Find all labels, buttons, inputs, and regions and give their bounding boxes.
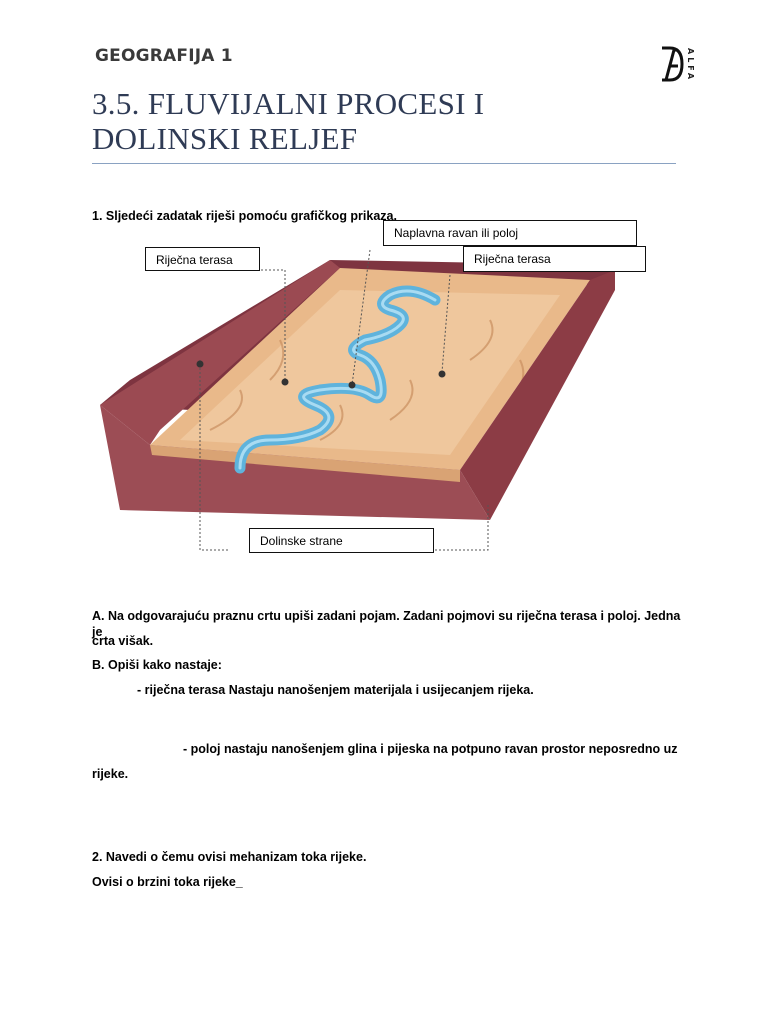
floor-edge [150,445,460,482]
answer-poloj-line1: - poloj nastaju nanošenjem glina i pijes… [183,742,678,756]
leader-lines [145,249,489,551]
task2-prompt: 2. Navedi o čemu ovisi mehanizam toka ri… [92,850,367,864]
logo-text: ALFA [686,48,695,83]
label-valley-sides: Dolinske strane [249,528,434,553]
river-highlight [238,289,437,470]
label-floodplain: Naplavna ravan ili poloj [383,220,637,246]
title-line-2: DOLINSKI RELJEF [92,121,358,156]
task2-answer: Ovisi o brzini toka rijeke_ [92,875,243,889]
label-terrace-left: Riječna terasa [145,247,260,271]
title-divider [92,163,676,164]
answer-terrace: - riječna terasa Nastaju nanošenjem mate… [137,683,534,697]
title-line-1: 3.5. FLUVIJALNI PROCESI I [92,86,485,121]
label-terrace-right: Riječna terasa [463,246,646,272]
subject-header: GEOGRAFIJA 1 [95,46,233,66]
alfa-logo-icon [662,46,684,82]
instruction-a-line2: crta višak. [92,634,154,648]
valley-illustration [100,249,615,551]
valley-left-wall [100,260,340,445]
instruction-b: B. Opiši kako nastaje: [92,658,222,672]
valley-back-wall [100,260,610,410]
valley-terrace [180,290,560,455]
task1-prompt: 1. Sljedeći zadatak riješi pomoću grafič… [92,209,397,223]
valley-right-wall [460,270,615,520]
instruction-a-line1: A. Na odgovarajuću praznu crtu upiši zad… [92,609,681,639]
answer-poloj-line2: rijeke. [92,767,129,781]
leader-dots [196,360,446,389]
page-title: 3.5. FLUVIJALNI PROCESI I DOLINSKI RELJE… [92,86,682,156]
